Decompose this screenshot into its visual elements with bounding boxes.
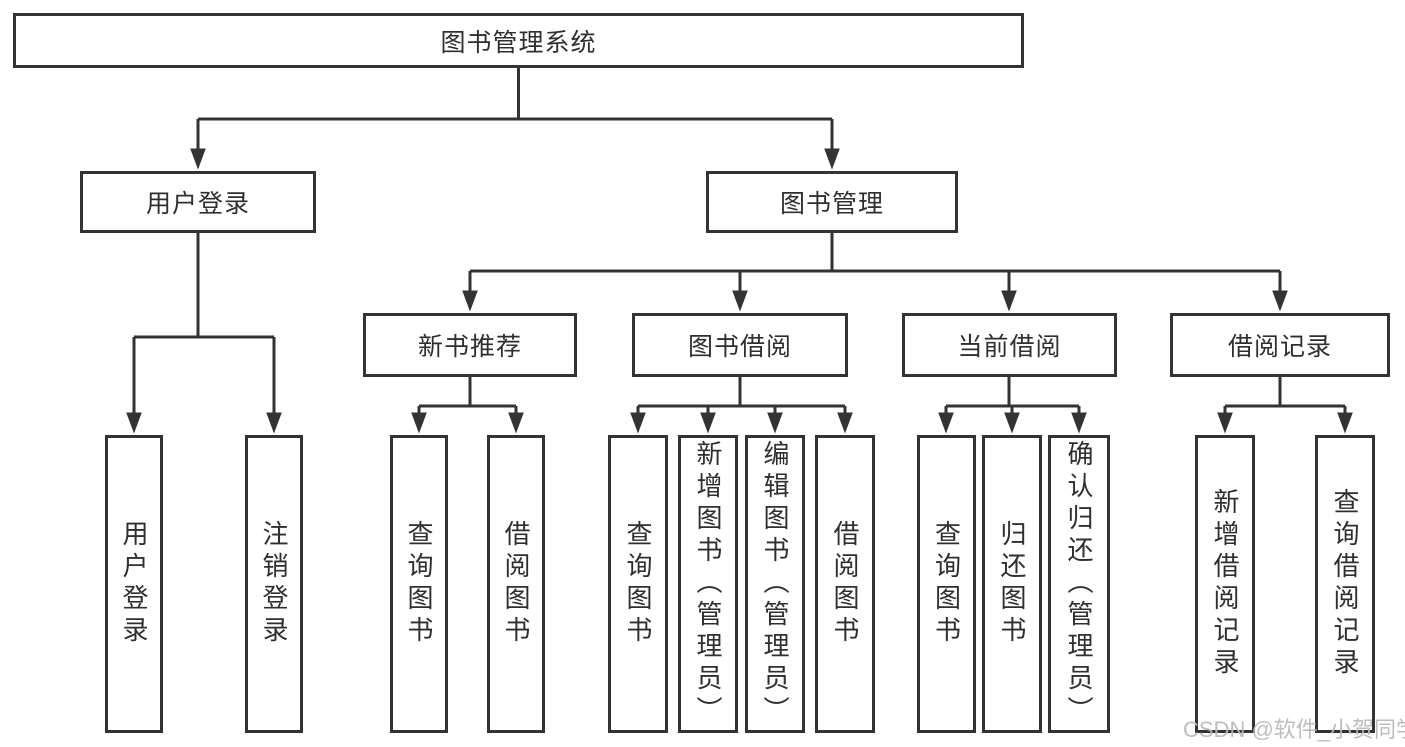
leaf-confirm-return-admin: 确认归还（管理员） — [1048, 435, 1110, 733]
leaf-query-books-recommend-label: 查询图书 — [404, 520, 434, 648]
csdn-watermark: CSDN @软件_小贺同学 — [1183, 717, 1405, 742]
leaf-edit-books-admin-label: 编辑图书（管理员） — [760, 440, 790, 728]
leaf-user-login-label: 用户登录 — [119, 520, 149, 648]
node-user-login: 用户登录 — [80, 171, 316, 233]
leaf-query-books-current: 查询图书 — [917, 435, 976, 733]
leaf-query-books-borrow: 查询图书 — [608, 435, 668, 733]
node-current-borrow-label: 当前借阅 — [957, 333, 1062, 361]
leaf-query-books-recommend: 查询图书 — [390, 435, 448, 733]
leaf-borrow-books-recommend-label: 借阅图书 — [501, 520, 531, 648]
node-borrow-records: 借阅记录 — [1170, 313, 1390, 377]
leaf-logout-label: 注销登录 — [259, 520, 289, 648]
node-book-borrow-label: 图书借阅 — [687, 333, 792, 361]
leaf-return-books-label: 归还图书 — [997, 520, 1027, 648]
leaf-borrow-books-borrow-label: 借阅图书 — [830, 520, 860, 648]
node-root-label: 图书管理系统 — [440, 28, 597, 57]
leaf-query-borrow-record: 查询借阅记录 — [1315, 435, 1375, 733]
leaf-confirm-return-admin-label: 确认归还（管理员） — [1064, 440, 1094, 728]
node-root: 图书管理系统 — [13, 13, 1024, 68]
node-new-book-recommend: 新书推荐 — [363, 313, 577, 377]
leaf-add-borrow-record-label: 新增借阅记录 — [1210, 488, 1240, 680]
leaf-borrow-books-recommend: 借阅图书 — [487, 435, 545, 733]
node-borrow-records-label: 借阅记录 — [1227, 333, 1332, 361]
leaf-add-books-admin: 新增图书（管理员） — [678, 435, 738, 733]
leaf-add-borrow-record: 新增借阅记录 — [1195, 435, 1255, 733]
node-user-login-label: 用户登录 — [145, 190, 250, 218]
leaf-query-books-current-label: 查询图书 — [931, 520, 962, 648]
leaf-query-books-borrow-label: 查询图书 — [623, 520, 653, 648]
leaf-return-books: 归还图书 — [982, 435, 1042, 733]
node-book-management-label: 图书管理 — [779, 190, 884, 218]
leaf-edit-books-admin: 编辑图书（管理员） — [745, 435, 805, 733]
leaf-query-borrow-record-label: 查询借阅记录 — [1330, 488, 1360, 680]
node-book-borrow: 图书借阅 — [632, 313, 848, 377]
leaf-user-login: 用户登录 — [105, 435, 163, 733]
leaf-borrow-books-borrow: 借阅图书 — [815, 435, 875, 733]
node-book-management: 图书管理 — [706, 171, 958, 233]
leaf-add-books-admin-label: 新增图书（管理员） — [693, 440, 723, 728]
node-new-book-recommend-label: 新书推荐 — [417, 333, 522, 361]
node-current-borrow: 当前借阅 — [902, 313, 1117, 377]
leaf-logout: 注销登录 — [245, 435, 303, 733]
